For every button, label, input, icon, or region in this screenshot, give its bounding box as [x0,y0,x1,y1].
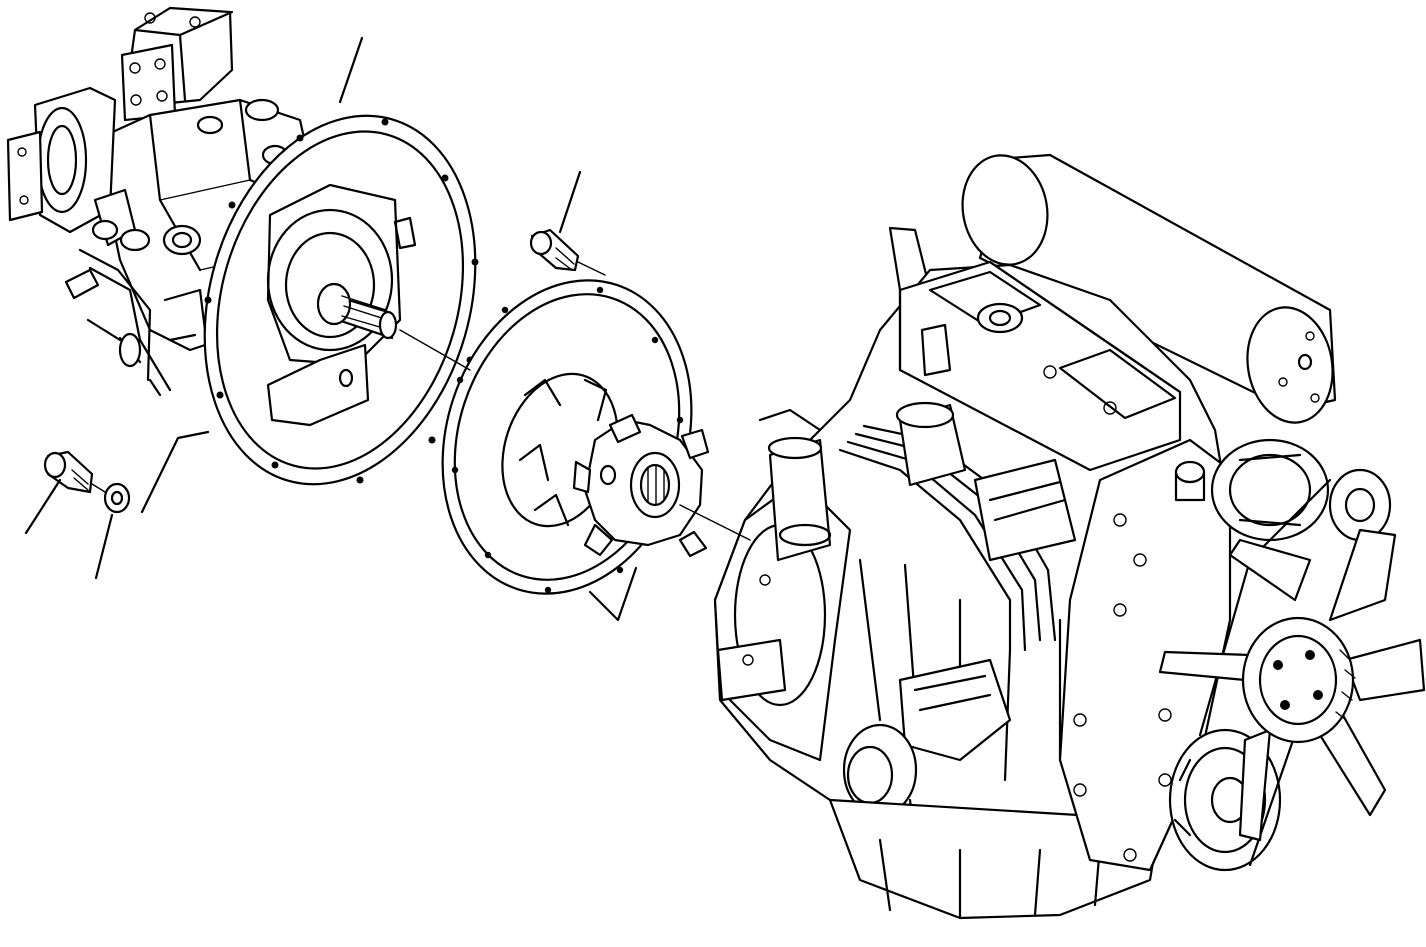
cooling-fan [1158,528,1426,842]
flange-bolt [529,228,580,272]
assembly-centerlines [91,261,751,541]
leader-washer [94,513,114,580]
callout-leaders [24,36,638,622]
leader-pump-assembly [338,36,364,104]
rubber-coupling-hub [572,413,710,558]
pump-mounting-flange [203,114,479,486]
diesel-engine [713,260,1392,920]
leader-coupling-bolt [24,478,62,535]
leader-flange-bolt [558,170,582,234]
coupling-bolt [43,450,94,494]
muffler [888,153,1337,424]
leader-coupling-hub [588,566,638,622]
washer [103,482,131,514]
leader-washer-to-flange [140,430,210,514]
